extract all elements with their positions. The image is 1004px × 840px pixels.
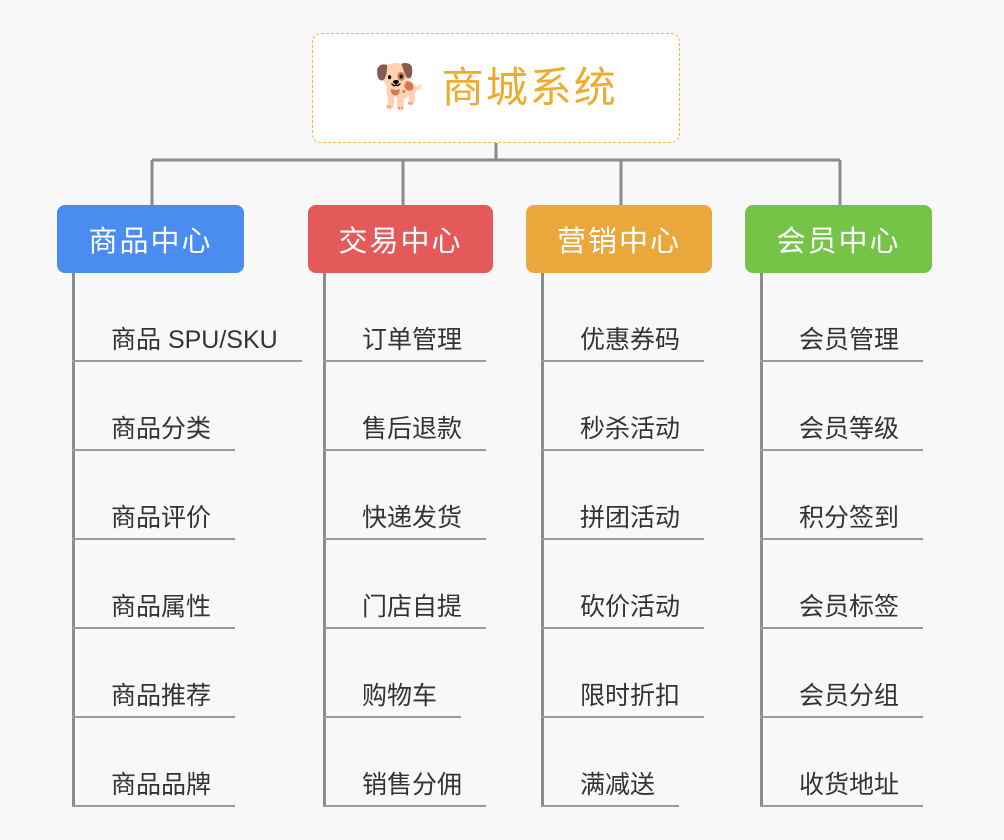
leaf-item[interactable]: 会员标签 <box>760 540 932 629</box>
leaf-item[interactable]: 购物车 <box>323 629 493 718</box>
leaf-item[interactable]: 销售分佣 <box>323 718 493 807</box>
root-node-title: 商城系统 <box>441 64 618 111</box>
leaf-item-label: 售后退款 <box>356 415 487 451</box>
leaf-item[interactable]: 商品分类 <box>72 362 244 451</box>
leaf-item-label: 销售分佣 <box>356 771 487 807</box>
leaf-item-label: 收货地址 <box>793 771 924 807</box>
leaf-item[interactable]: 订单管理 <box>323 273 493 362</box>
leaf-item-label: 秒杀活动 <box>574 415 705 451</box>
leaf-item[interactable]: 商品评价 <box>72 451 244 540</box>
leaf-item-label: 商品品牌 <box>105 771 236 807</box>
leaf-item-label: 商品推荐 <box>105 682 236 718</box>
leaf-item-label: 优惠券码 <box>574 326 705 362</box>
leaf-item[interactable]: 会员分组 <box>760 629 932 718</box>
leaf-list-trade-center: 订单管理售后退款快递发货门店自提购物车销售分佣 <box>323 273 493 807</box>
branch-header-product-center[interactable]: 商品中心 <box>57 205 244 273</box>
branch-column-product-center: 商品中心商品 SPU/SKU 商品分类商品评价商品属性商品推荐商品品牌 <box>57 205 302 807</box>
leaf-item-label: 砍价活动 <box>574 593 705 629</box>
branch-header-trade-center[interactable]: 交易中心 <box>308 205 493 273</box>
branch-header-label: 营销中心 <box>556 226 681 258</box>
leaf-item-label: 门店自提 <box>356 593 487 629</box>
leaf-item[interactable]: 商品品牌 <box>72 718 244 807</box>
leaf-item[interactable]: 门店自提 <box>323 540 493 629</box>
branch-header-label: 交易中心 <box>338 226 463 258</box>
leaf-item-label: 订单管理 <box>356 326 487 362</box>
leaf-item-label: 快递发货 <box>356 504 487 540</box>
leaf-item-label: 会员等级 <box>793 415 924 451</box>
leaf-item-label: 拼团活动 <box>574 504 705 540</box>
leaf-item[interactable]: 优惠券码 <box>541 273 712 362</box>
leaf-item[interactable]: 会员管理 <box>760 273 932 362</box>
branch-header-label: 商品中心 <box>88 226 213 258</box>
leaf-item-label: 会员分组 <box>793 682 924 718</box>
branch-column-member-center: 会员中心会员管理会员等级积分签到会员标签会员分组收货地址 <box>745 205 932 807</box>
leaf-list-marketing-center: 优惠券码秒杀活动拼团活动砍价活动限时折扣满减送 <box>541 273 712 807</box>
branch-column-marketing-center: 营销中心优惠券码秒杀活动拼团活动砍价活动限时折扣满减送 <box>526 205 712 807</box>
leaf-item[interactable]: 快递发货 <box>323 451 493 540</box>
leaf-item[interactable]: 会员等级 <box>760 362 932 451</box>
leaf-item-label: 会员标签 <box>793 593 924 629</box>
leaf-item-label: 商品分类 <box>105 415 236 451</box>
leaf-item[interactable]: 积分签到 <box>760 451 932 540</box>
leaf-item-label: 满减送 <box>574 771 680 807</box>
leaf-item[interactable]: 拼团活动 <box>541 451 712 540</box>
leaf-item[interactable]: 商品推荐 <box>72 629 244 718</box>
leaf-item-label: 商品评价 <box>105 504 236 540</box>
leaf-item-label: 积分签到 <box>793 504 924 540</box>
leaf-item[interactable]: 满减送 <box>541 718 712 807</box>
leaf-item[interactable]: 商品 SPU/SKU <box>72 273 302 362</box>
leaf-item[interactable]: 售后退款 <box>323 362 493 451</box>
leaf-item[interactable]: 秒杀活动 <box>541 362 712 451</box>
leaf-item-label: 购物车 <box>356 682 462 718</box>
branch-header-member-center[interactable]: 会员中心 <box>745 205 932 273</box>
leaf-item[interactable]: 砍价活动 <box>541 540 712 629</box>
leaf-item[interactable]: 收货地址 <box>760 718 932 807</box>
leaf-item-label: 限时折扣 <box>574 682 705 718</box>
branch-header-marketing-center[interactable]: 营销中心 <box>526 205 712 273</box>
leaf-item[interactable]: 商品属性 <box>72 540 244 629</box>
shiba-dog-face-icon: 🐕 <box>374 62 428 111</box>
root-node[interactable]: 🐕 商城系统 <box>312 33 680 143</box>
leaf-item-label: 会员管理 <box>793 326 924 362</box>
branch-column-trade-center: 交易中心订单管理售后退款快递发货门店自提购物车销售分佣 <box>308 205 493 807</box>
leaf-item[interactable]: 限时折扣 <box>541 629 712 718</box>
leaf-list-member-center: 会员管理会员等级积分签到会员标签会员分组收货地址 <box>760 273 932 807</box>
leaf-item-label: 商品属性 <box>105 593 236 629</box>
branch-header-label: 会员中心 <box>776 226 901 258</box>
leaf-list-product-center: 商品 SPU/SKU 商品分类商品评价商品属性商品推荐商品品牌 <box>72 273 302 807</box>
leaf-item-label: 商品 SPU/SKU <box>105 326 302 362</box>
